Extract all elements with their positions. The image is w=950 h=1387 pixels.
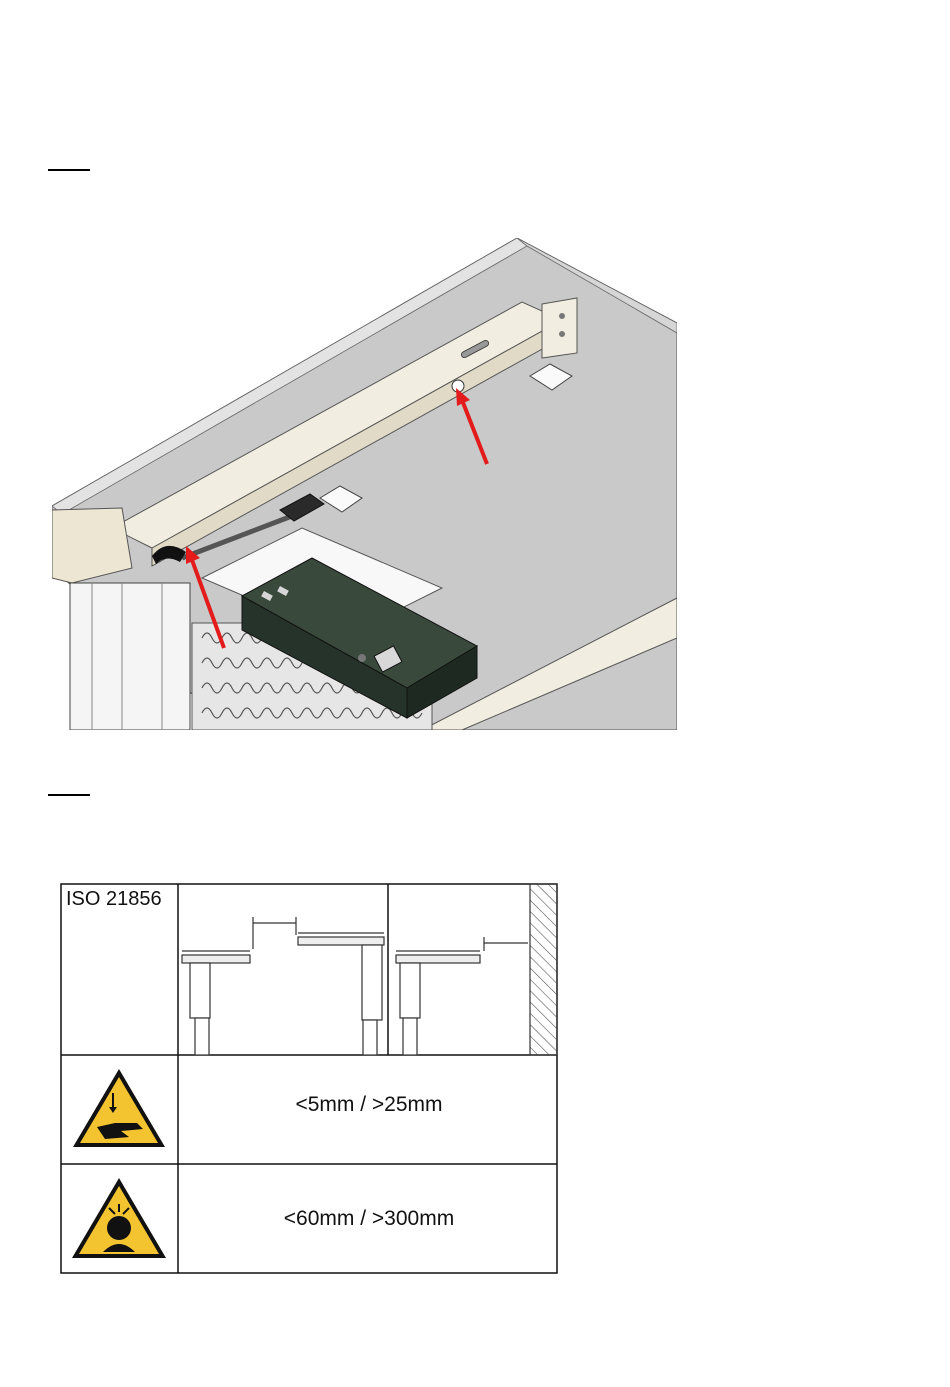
desk-leg-column bbox=[70, 583, 190, 730]
head-clearance-values: <60mm / >300mm bbox=[180, 1207, 558, 1231]
crush-clearance-values: <5mm / >25mm bbox=[180, 1093, 558, 1117]
desk-underside-illustration bbox=[52, 238, 677, 730]
section-rule-2 bbox=[48, 794, 90, 796]
end-bracket bbox=[542, 298, 577, 358]
wall-hatch bbox=[530, 884, 557, 1055]
section-rule-1 bbox=[48, 169, 90, 171]
iso-standard-label: ISO 21856 bbox=[66, 888, 162, 911]
